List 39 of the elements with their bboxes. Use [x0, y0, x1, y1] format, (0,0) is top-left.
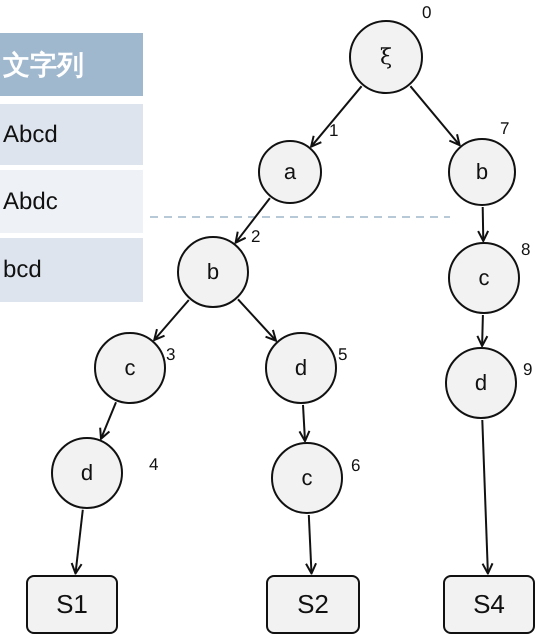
arrow [410, 86, 461, 146]
tree-node-circle: d [265, 332, 337, 404]
arrow [298, 404, 310, 442]
table-cell: bcd [0, 238, 143, 302]
arrow [153, 299, 190, 341]
node-number: 1 [329, 122, 338, 139]
arrow [477, 206, 490, 242]
arrow [234, 197, 271, 244]
leaf-box: S2 [266, 574, 360, 634]
node-number: 8 [521, 241, 530, 258]
arrow [99, 402, 117, 440]
tree-node-circle: b [177, 236, 249, 308]
tree-node-circle: d [445, 347, 517, 419]
table-cell: Abdc [0, 170, 143, 233]
tree-node-circle: b [448, 138, 516, 206]
arrow [70, 510, 84, 574]
arrow [305, 514, 318, 574]
node-number: 2 [251, 228, 260, 245]
tree-node-circle: ξ [349, 20, 423, 94]
tree-node-circle: c [94, 332, 166, 404]
tree-node-circle: a [258, 140, 322, 204]
tree-node-circle: c [448, 242, 520, 314]
node-number: 4 [149, 456, 158, 473]
node-number: 7 [500, 120, 510, 137]
arrow [310, 86, 362, 148]
leaf-box: S4 [443, 574, 535, 634]
tree-node-circle: d [51, 437, 123, 509]
table-cell: Abcd [0, 104, 143, 165]
node-number: 9 [523, 361, 532, 378]
arrow [237, 298, 277, 342]
arrow [481, 420, 494, 574]
table-header: 文字列 [0, 33, 143, 96]
leaf-box: S1 [26, 574, 118, 634]
node-number: 0 [422, 4, 432, 21]
arrow [476, 314, 488, 347]
node-number: 5 [338, 346, 348, 363]
node-number: 6 [351, 457, 360, 474]
tree-node-circle: c [271, 442, 343, 514]
node-number: 3 [166, 346, 176, 363]
